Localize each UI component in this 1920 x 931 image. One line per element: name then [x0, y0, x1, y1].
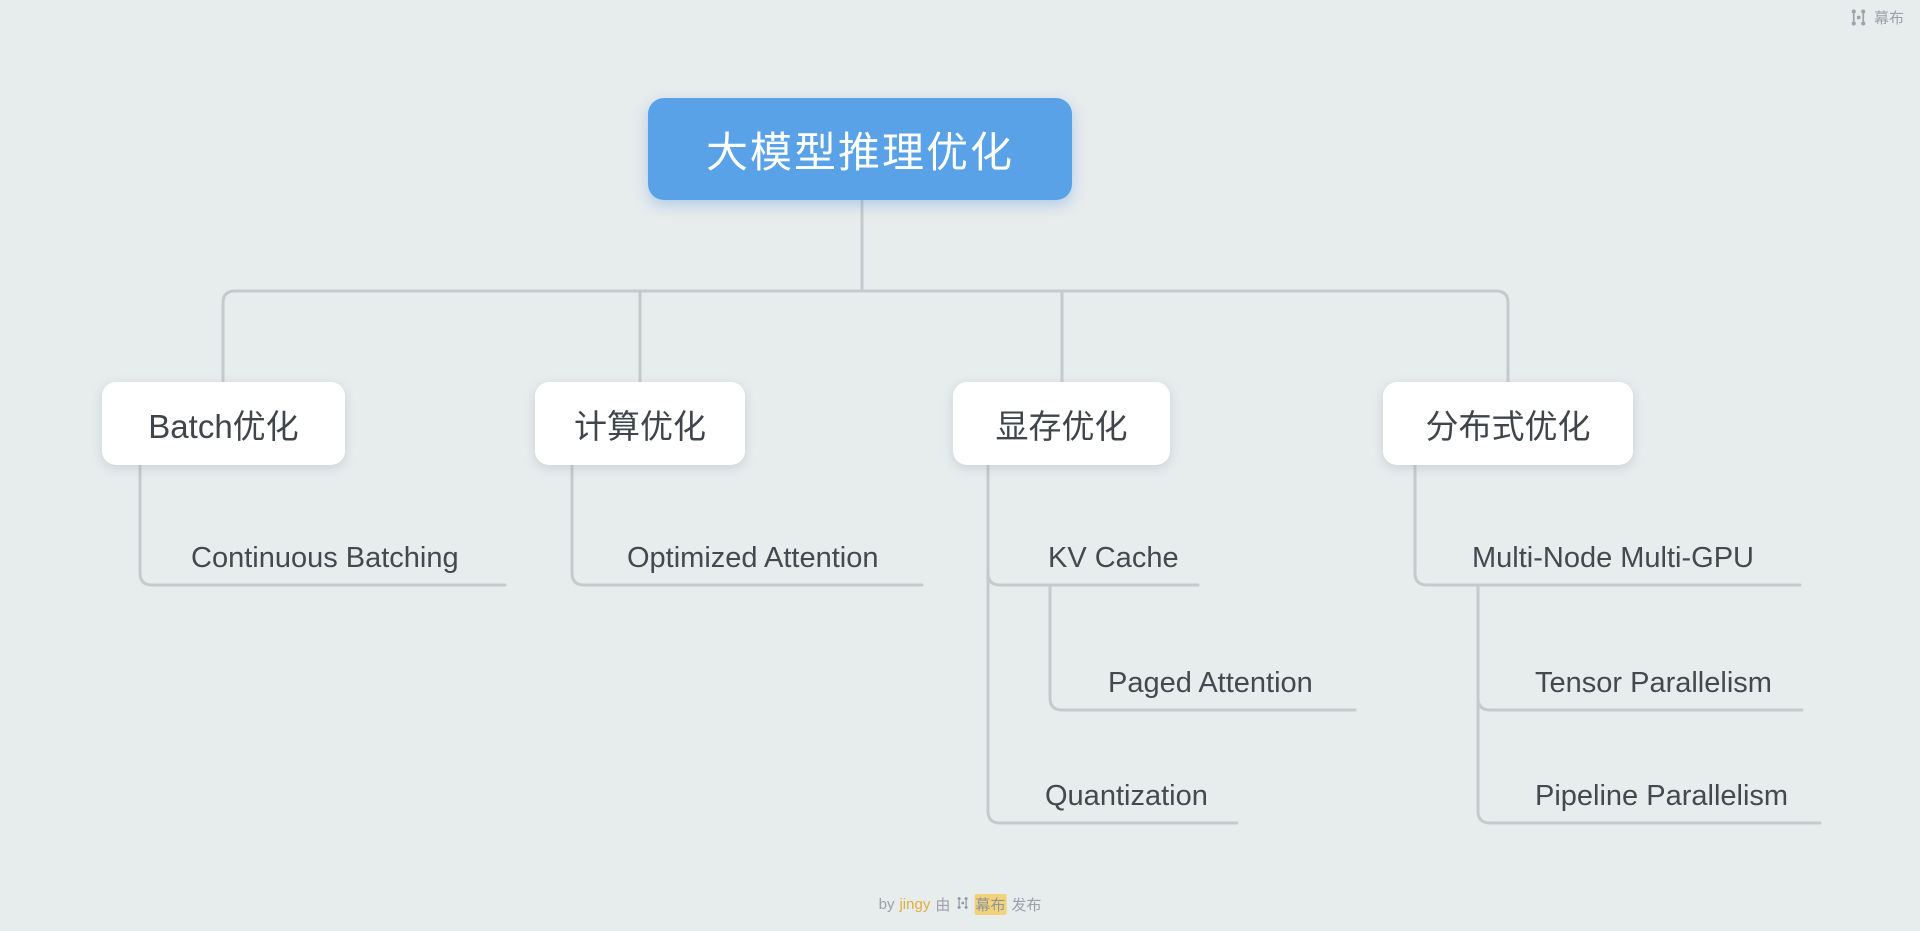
- node-distributed-optimization[interactable]: 分布式优化: [1383, 382, 1633, 465]
- connector-multi-node-pipeline-parallelism: [1476, 583, 1822, 825]
- leaf-multi-node-multi-gpu[interactable]: Multi-Node Multi-GPU: [1472, 542, 1754, 574]
- leaf-kv-cache[interactable]: KV Cache: [1048, 542, 1179, 574]
- node-root[interactable]: 大模型推理优化: [648, 98, 1072, 200]
- credit-via-label: 由: [935, 897, 951, 914]
- leaf-optimized-attention[interactable]: Optimized Attention: [627, 542, 879, 574]
- connector-kv-cache-paged-attention: [1048, 583, 1357, 712]
- leaf-pipeline-parallelism[interactable]: Pipeline Parallelism: [1535, 780, 1789, 812]
- connector-compute-optimized-attention: [570, 463, 924, 587]
- connector-batch-continuous-batching: [138, 463, 507, 587]
- node-batch-optimization[interactable]: Batch优化: [102, 382, 345, 465]
- credit-brand-link[interactable]: 幕布: [974, 894, 1007, 915]
- mubu-brand-label: 幕布: [1873, 10, 1904, 27]
- mubu-logo-icon: [1849, 8, 1868, 27]
- connector-memory-quantization: [986, 463, 1239, 825]
- node-compute-optimization[interactable]: 计算优化: [535, 382, 745, 465]
- leaf-continuous-batching[interactable]: Continuous Batching: [191, 542, 459, 574]
- credit-action-label: 发布: [1011, 897, 1042, 914]
- node-memory-optimization[interactable]: 显存优化: [953, 382, 1170, 465]
- connector-trunk: [221, 289, 1510, 384]
- connector-distributed-multi-node: [1413, 463, 1802, 587]
- credit-author-link[interactable]: jingy: [899, 896, 931, 913]
- leaf-tensor-parallelism[interactable]: Tensor Parallelism: [1535, 667, 1772, 699]
- footer-credit: by jingy 由 幕布 发布: [878, 894, 1042, 915]
- mubu-mini-logo-icon: [955, 896, 969, 914]
- credit-by-label: by: [878, 896, 895, 913]
- leaf-paged-attention[interactable]: Paged Attention: [1108, 667, 1313, 699]
- leaf-quantization[interactable]: Quantization: [1045, 780, 1208, 812]
- mubu-brand-link[interactable]: 幕布: [1849, 7, 1904, 28]
